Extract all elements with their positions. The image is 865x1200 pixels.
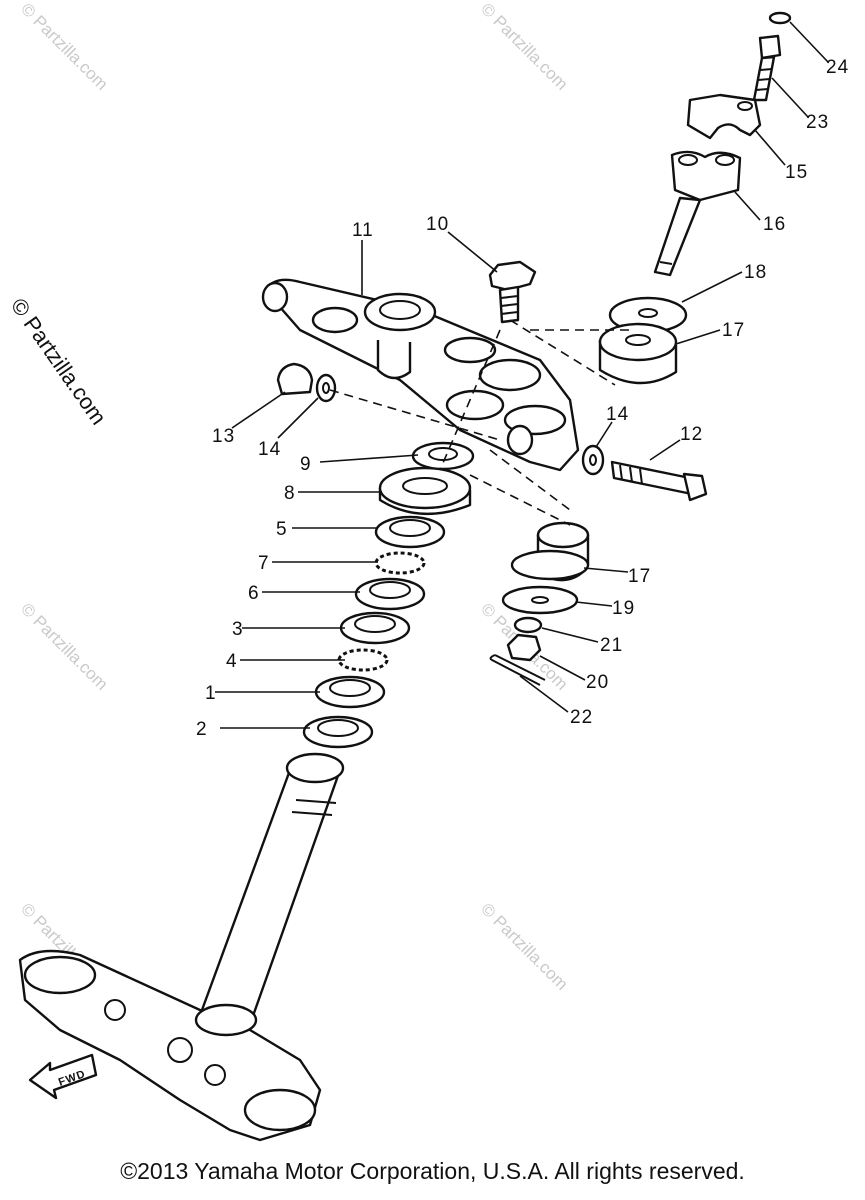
washer-14-left (315, 373, 337, 403)
upper-bracket (261, 278, 580, 472)
callout-5: 5 (276, 519, 288, 540)
holder-upper-15 (686, 93, 762, 140)
callout-24: 24 (826, 57, 849, 78)
callout-9: 9 (300, 454, 312, 475)
callout-13: 13 (212, 426, 235, 447)
callout-12: 12 (680, 424, 703, 445)
callout-labels: 1 2 3 4 5 6 7 8 9 10 11 12 13 14 14 15 1… (196, 57, 849, 740)
bearing-stack (302, 441, 475, 749)
holder-lower-16 (653, 150, 742, 277)
fwd-arrow: FWD (28, 1053, 98, 1100)
callout-19: 19 (612, 598, 635, 619)
callout-4: 4 (226, 651, 238, 672)
callout-8: 8 (284, 483, 296, 504)
callout-10: 10 (426, 214, 449, 235)
callout-21: 21 (600, 635, 623, 656)
bolt-10 (488, 260, 537, 324)
callout-7: 7 (258, 553, 270, 574)
watermark-1: © Partzilla.com (17, 0, 111, 94)
callout-11: 11 (352, 220, 374, 241)
callout-22: 22 (570, 707, 593, 728)
copyright-notice: ©2013 Yamaha Motor Corporation, U.S.A. A… (120, 1158, 745, 1184)
callout-2: 2 (196, 719, 208, 740)
callout-15: 15 (785, 162, 808, 183)
leader-lines (215, 21, 829, 729)
steering-stem-lower-bracket (18, 752, 345, 1142)
watermark-2: © Partzilla.com (477, 0, 571, 94)
bushing-17-upper (598, 322, 678, 385)
bushing-17-lower (510, 521, 590, 582)
callout-6: 6 (248, 583, 260, 604)
watermark-3: © Partzilla.com (17, 599, 111, 693)
callout-20: 20 (586, 672, 609, 693)
bolt-23 (752, 34, 782, 102)
assembly-lines (329, 319, 630, 526)
washer-19 (501, 585, 579, 615)
screw-24 (768, 11, 792, 25)
cotter-pin-22 (489, 654, 546, 686)
bolt-12 (610, 460, 708, 502)
nut-20 (506, 633, 542, 662)
callout-14-left: 14 (258, 439, 281, 460)
cap-nut-13 (276, 362, 314, 396)
callout-3: 3 (232, 619, 244, 640)
washer-14-right (581, 444, 605, 476)
callout-16: 16 (763, 214, 786, 235)
callout-1: 1 (205, 683, 217, 704)
side-watermark: © Partzilla.com (6, 294, 112, 430)
callout-18: 18 (744, 262, 767, 283)
callout-23: 23 (806, 112, 829, 133)
washer-21 (513, 616, 543, 634)
watermark-6: © Partzilla.com (477, 899, 571, 993)
callout-17-upper: 17 (722, 320, 745, 341)
callout-17-lower: 17 (628, 566, 651, 587)
callout-14-right: 14 (606, 404, 629, 425)
